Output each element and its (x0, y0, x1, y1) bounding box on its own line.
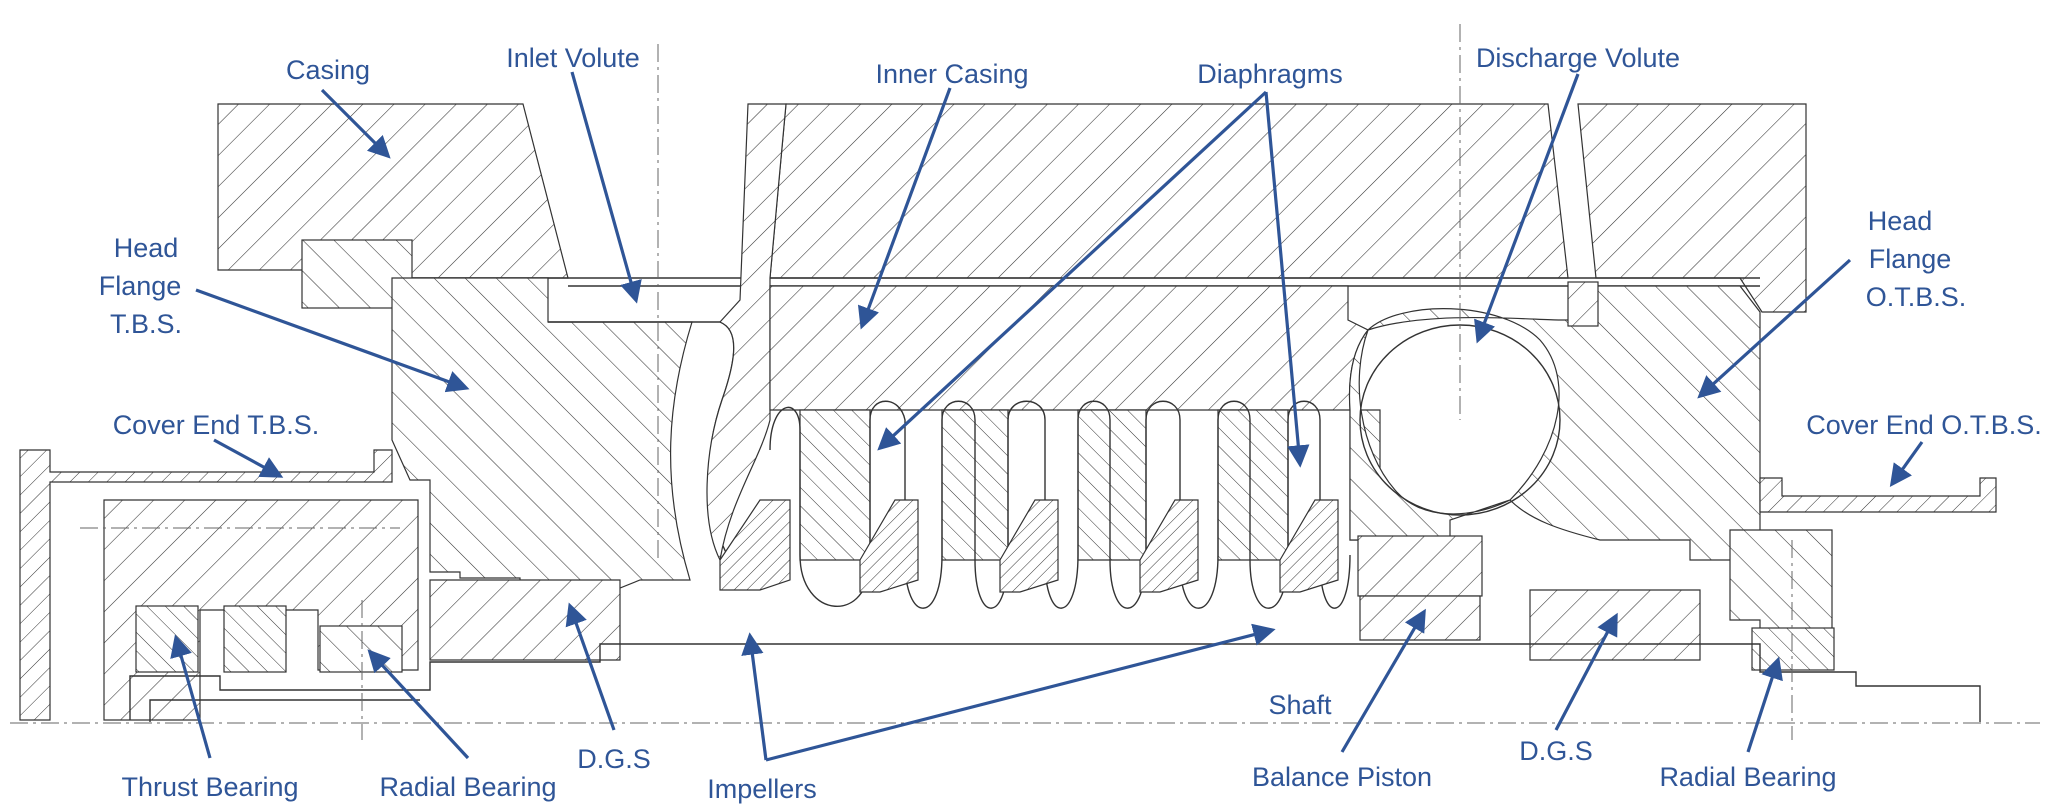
head-flange-otbs (1348, 281, 1761, 561)
shaft (129, 643, 1981, 722)
centre-lines (10, 24, 2040, 740)
impellers (719, 499, 1339, 593)
labels: Casing Inlet Volute Inner Casing Diaphra… (99, 43, 2042, 804)
label-dgs-right: D.G.S (1519, 736, 1593, 766)
label-head-flange-otbs-line2: Flange (1869, 244, 1952, 274)
label-radial-bearing-right: Radial Bearing (1659, 762, 1836, 792)
label-inlet-volute: Inlet Volute (506, 43, 640, 73)
cover-ends (19, 449, 1997, 721)
compressor-drawing (10, 24, 2040, 740)
inner-casing (706, 103, 1369, 562)
leader-lines (170, 71, 1924, 762)
label-dgs-left: D.G.S (577, 744, 651, 774)
label-radial-bearing-left: Radial Bearing (379, 772, 556, 802)
label-head-flange-tbs-line3: T.B.S. (110, 309, 182, 339)
label-casing: Casing (286, 55, 370, 85)
label-head-flange-tbs-line2: Flange (99, 271, 182, 301)
return-channels (769, 400, 1351, 609)
label-impellers: Impellers (707, 774, 817, 804)
label-inner-casing: Inner Casing (875, 59, 1028, 89)
label-cover-end-otbs: Cover End O.T.B.S. (1806, 410, 2042, 440)
label-head-flange-otbs-line1: Head (1868, 206, 1933, 236)
label-thrust-bearing: Thrust Bearing (121, 772, 298, 802)
label-cover-end-tbs: Cover End T.B.S. (113, 410, 320, 440)
label-head-flange-otbs-line3: O.T.B.S. (1866, 282, 1967, 312)
label-balance-piston: Balance Piston (1252, 762, 1432, 792)
head-flange-tbs (391, 277, 693, 593)
label-diaphragms: Diaphragms (1197, 59, 1343, 89)
label-discharge-volute: Discharge Volute (1476, 43, 1680, 73)
label-head-flange-tbs-line1: Head (114, 233, 179, 263)
label-shaft: Shaft (1268, 690, 1332, 720)
